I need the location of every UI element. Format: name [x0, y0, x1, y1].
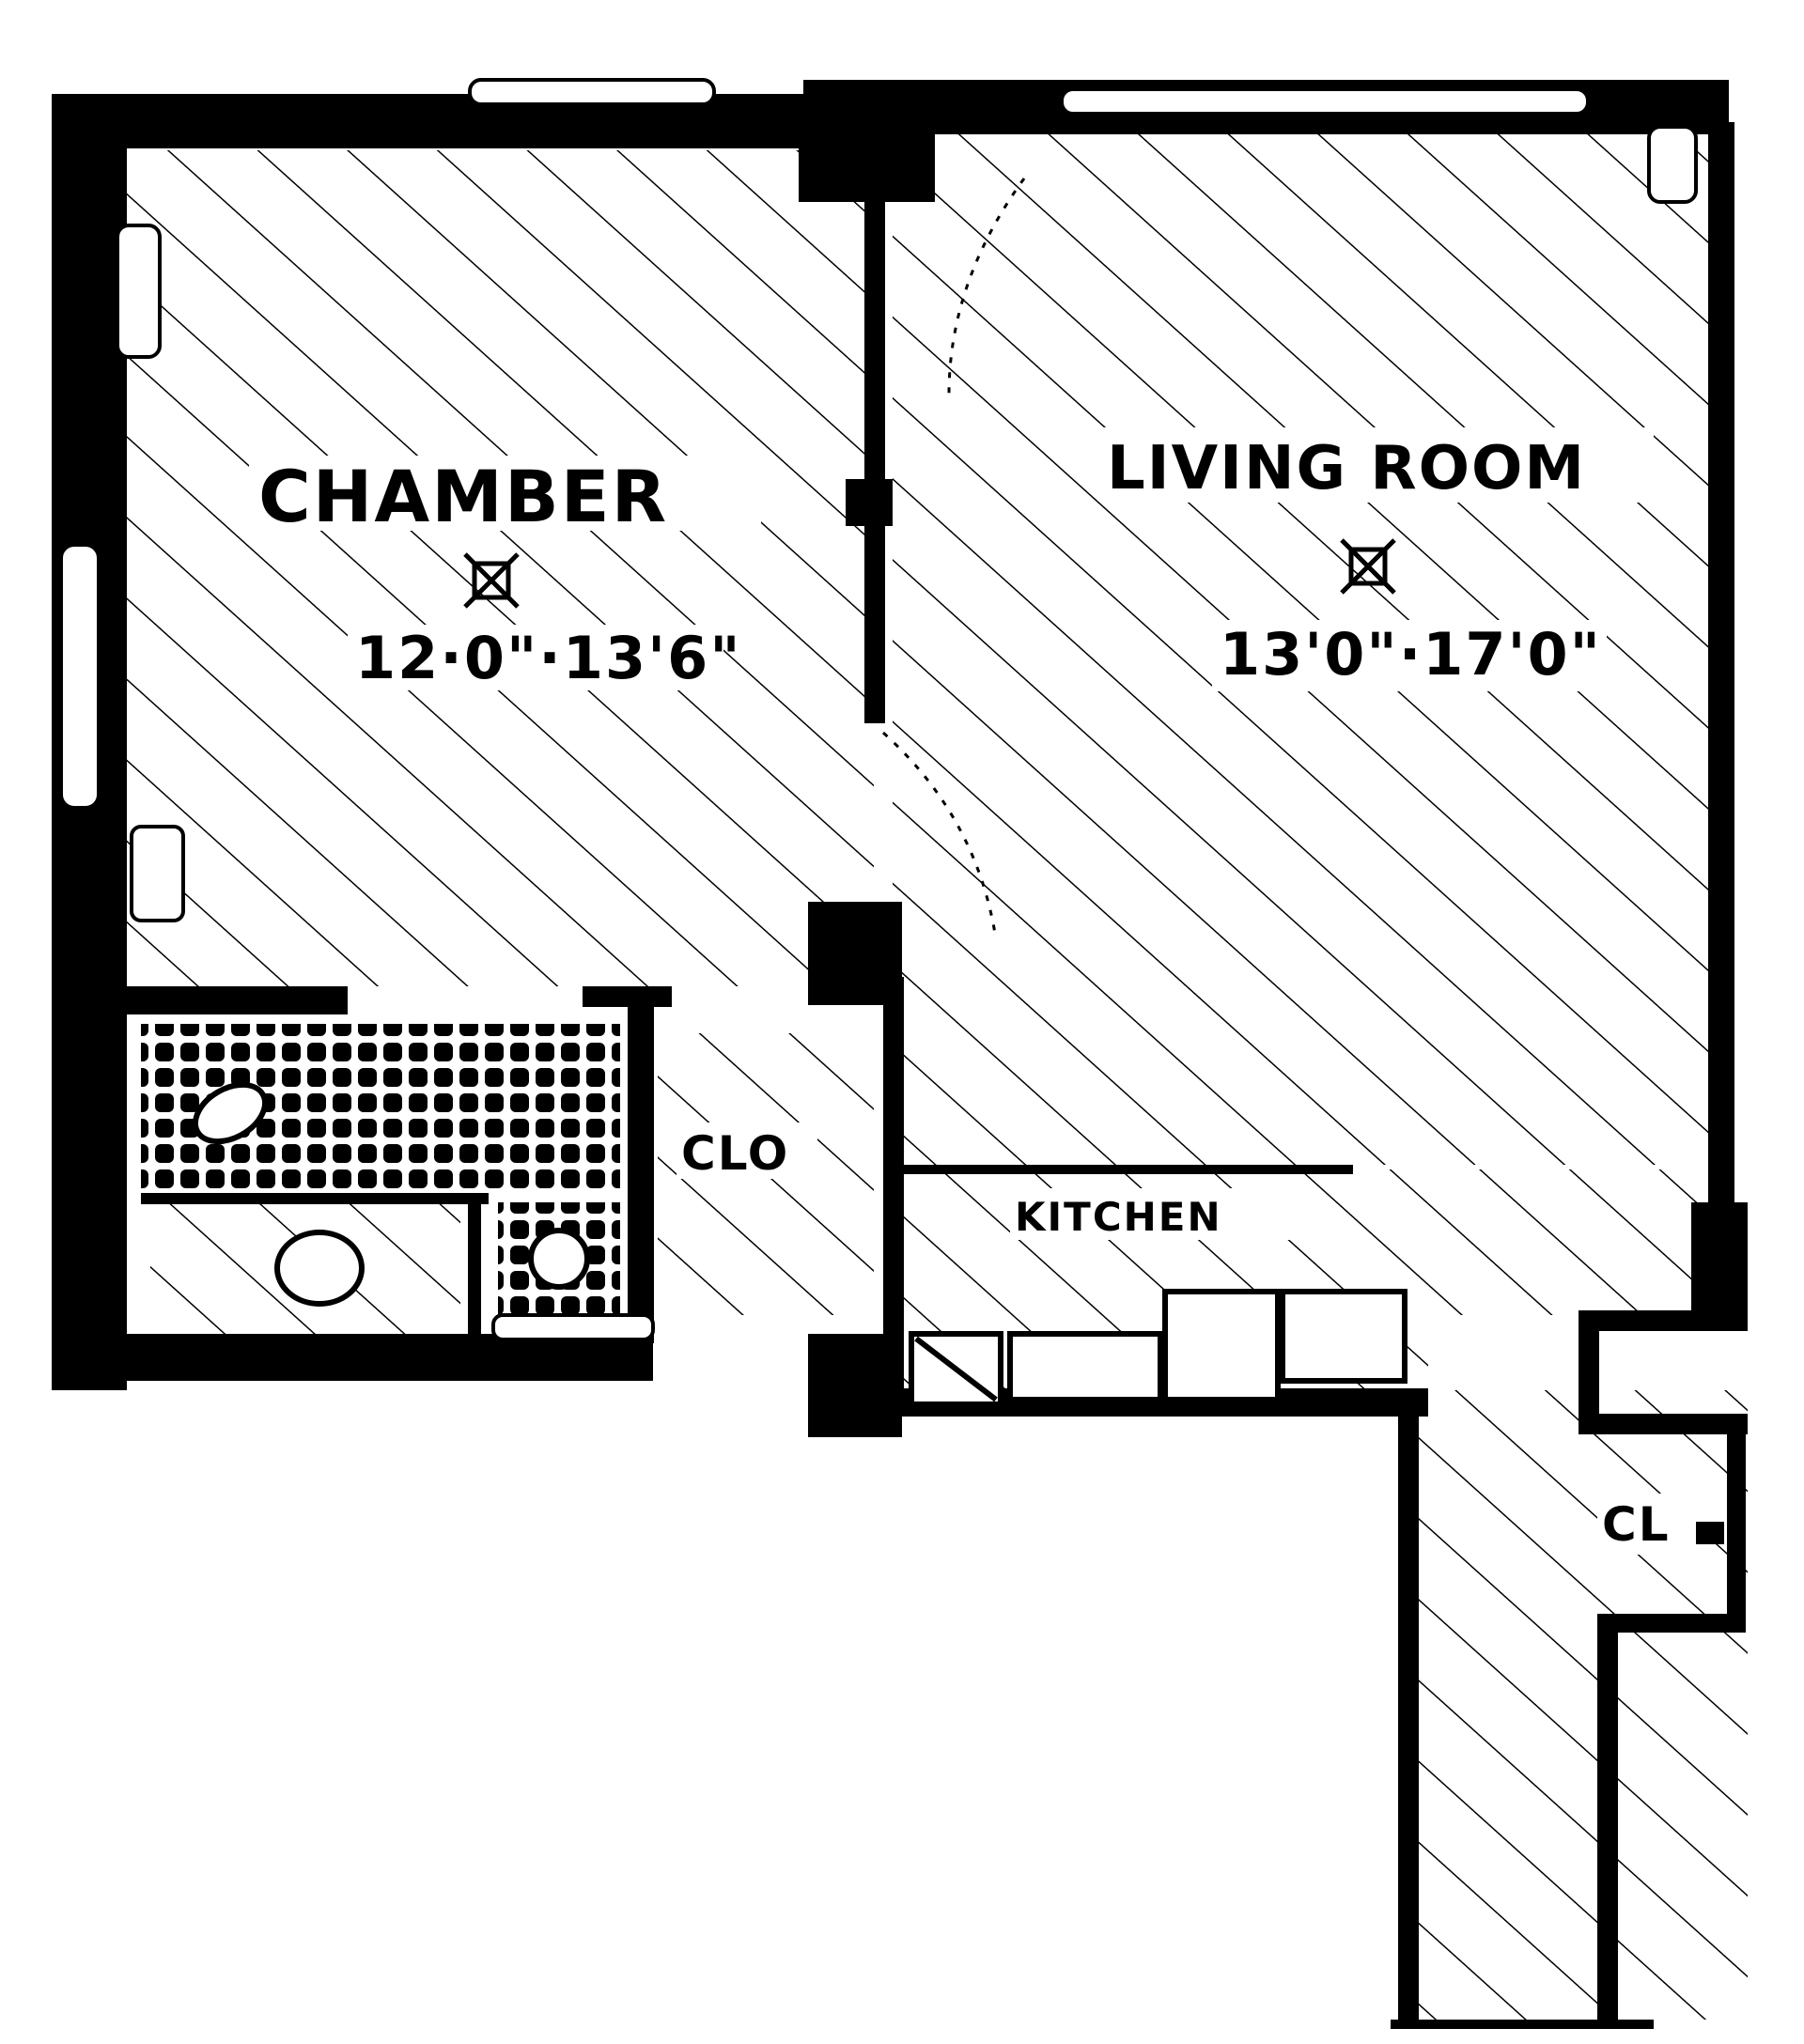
entry-closet-left [1578, 1310, 1599, 1432]
chamber-label-bg [249, 456, 761, 531]
partition-pier-mid [846, 479, 893, 526]
entry-closet-name: CL [1602, 1497, 1671, 1552]
chamber-dim-bg [348, 625, 723, 690]
toilet-icon [274, 1230, 365, 1307]
entry-closet-top [1578, 1310, 1748, 1331]
ceiling-lights [463, 538, 1396, 609]
window-left-small [116, 224, 162, 359]
refrigerator-diagonal [914, 1336, 998, 1402]
kitchen-left-wall [883, 977, 904, 1390]
closet-label-bg [676, 1123, 817, 1179]
entry-closet-shelf [1578, 1414, 1748, 1434]
hall-right-wall [1597, 1625, 1618, 2029]
kitchen-top-line [902, 1165, 1353, 1174]
closet-name: CLO [681, 1126, 789, 1181]
bath-right-wall [628, 986, 654, 1343]
entry-closet-right [1727, 1414, 1746, 1630]
bath-fixtures [193, 1081, 655, 1341]
entry-closet-label-bg [1597, 1494, 1701, 1555]
kitchen-name: KITCHEN [1015, 1194, 1222, 1240]
ceiling-light-icon [1340, 538, 1396, 595]
bath-bottom-wall [52, 1334, 653, 1381]
bath-top-wall [122, 986, 348, 1014]
living-door-swing [947, 178, 1026, 395]
partition-wall [864, 141, 885, 723]
room-labels: CHAMBER 12·0"·13'6" LIVING ROOM 13'0"·17… [249, 427, 1724, 1555]
window-right-corner [1647, 125, 1698, 204]
bath-right-cap [583, 986, 672, 1007]
hall-floor [1409, 1390, 1748, 2020]
chamber-name: CHAMBER [258, 455, 668, 538]
doors [881, 178, 1026, 940]
tub-right-wall [468, 1193, 481, 1334]
window-left-lower [130, 825, 185, 922]
window-left [59, 543, 101, 810]
right-wall-pier [1691, 1202, 1748, 1315]
entry-closet-hook [1696, 1522, 1724, 1544]
living-label-bg [1099, 427, 1654, 503]
right-wall-upper [1708, 122, 1734, 1324]
chamber-door-swing [881, 731, 998, 940]
kitchen-fixtures [909, 1289, 1407, 1407]
sink-counter-icon [1007, 1331, 1163, 1402]
entry-closet-bottom [1597, 1614, 1746, 1633]
tub-rim [491, 1313, 655, 1341]
ceiling-light-icon [463, 552, 520, 609]
tub-top-wall [141, 1193, 489, 1204]
bathtub-drain-icon [528, 1228, 590, 1290]
sink-icon [193, 1081, 268, 1145]
chamber-dimensions: 12·0"·13'6" [355, 624, 742, 692]
counter-icon [1280, 1289, 1407, 1384]
kitchen-label-bg [1010, 1188, 1320, 1240]
living-dim-bg [1212, 620, 1607, 691]
partition-pier-top [799, 127, 935, 202]
entry-threshold [1391, 2020, 1654, 2029]
stove-icon [1162, 1289, 1281, 1402]
living-room-name: LIVING ROOM [1107, 434, 1586, 503]
kitchen-bottom-pier [808, 1334, 902, 1437]
chamber-floor [122, 150, 874, 986]
hall-left-wall [1398, 1400, 1419, 2020]
living-room-dimensions: 13'0"·17'0" [1220, 620, 1602, 689]
windows [59, 78, 1698, 922]
window-top-left [468, 78, 716, 106]
window-top-right [1060, 87, 1590, 116]
